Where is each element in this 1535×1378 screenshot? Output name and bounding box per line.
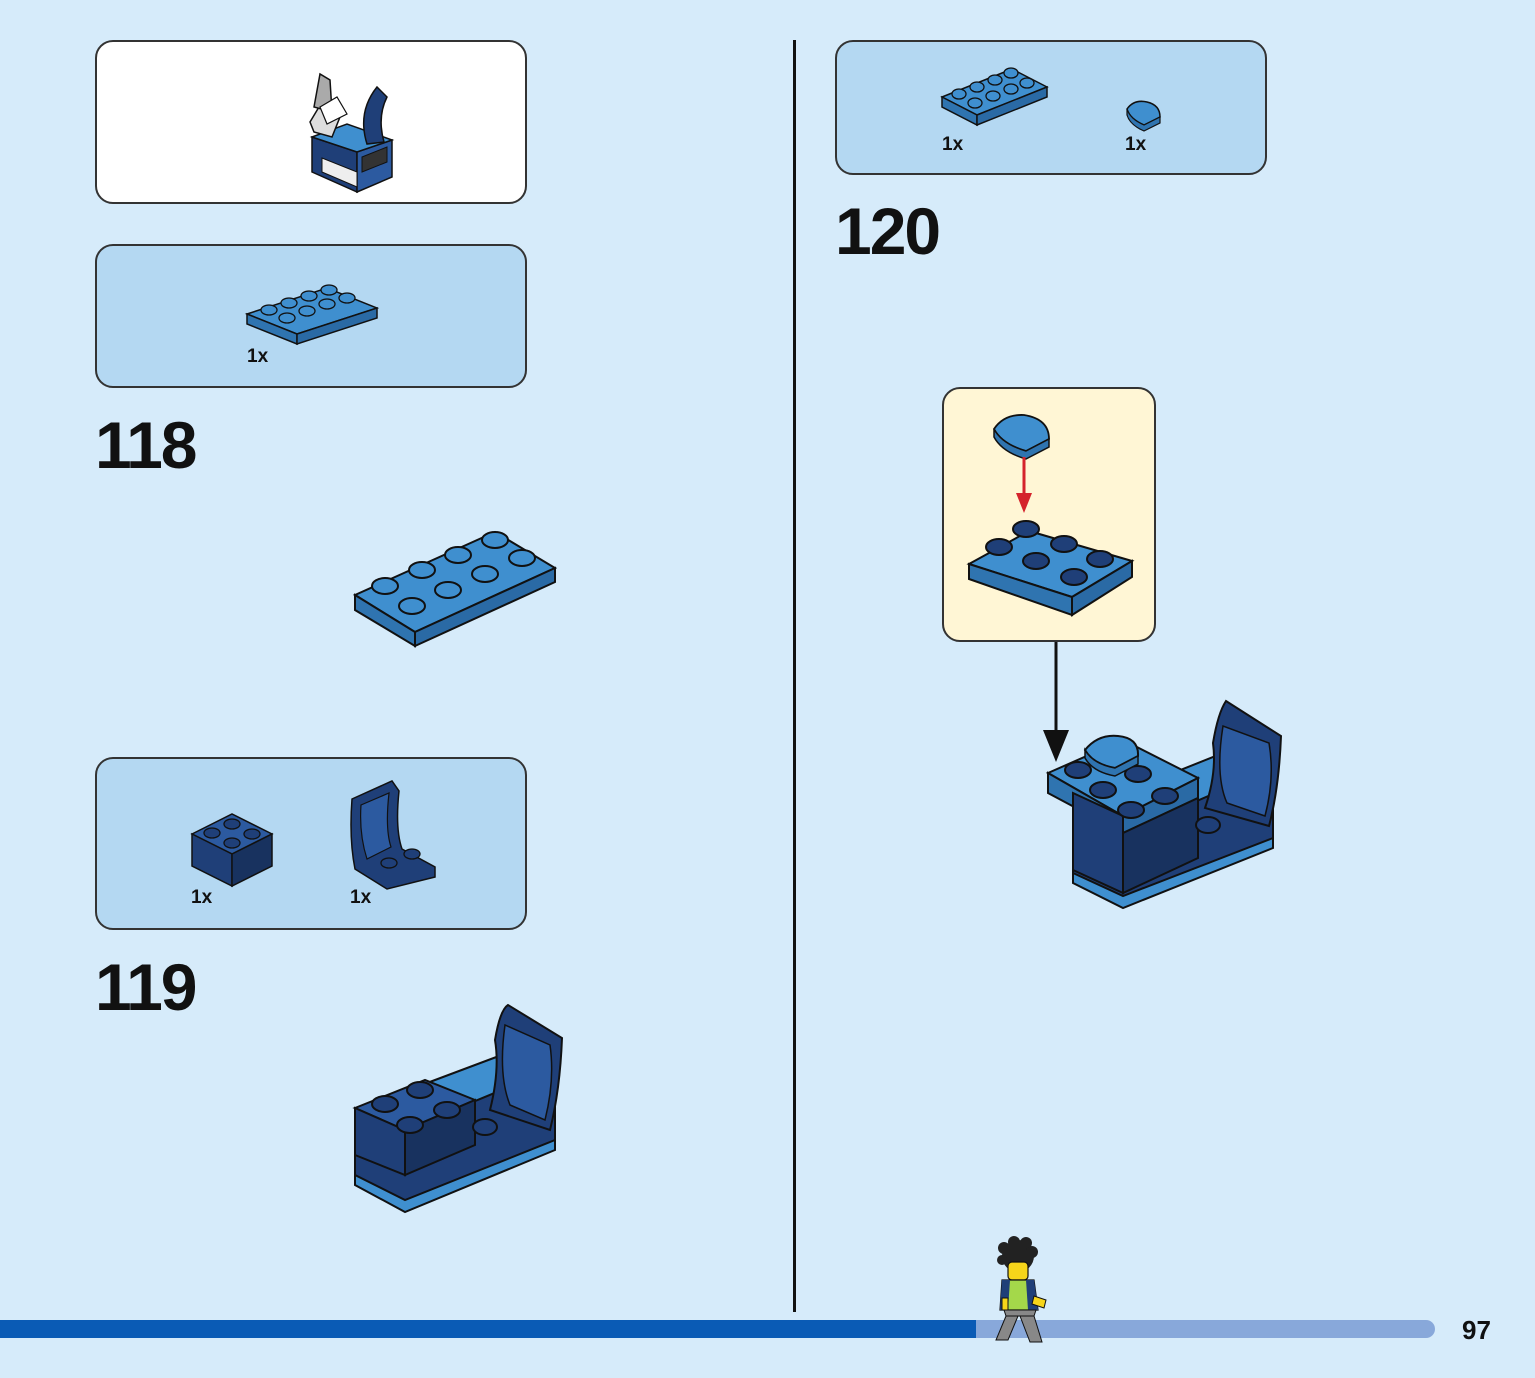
part-quantity: 1x <box>191 887 213 908</box>
step-119-parts-panel: 1x 1x <box>95 757 527 930</box>
tile-onto-plate-illustration <box>966 414 1135 617</box>
step-119-seat-assembly-illustration <box>352 1003 564 1214</box>
step-120-assembly-illustration <box>1045 699 1283 910</box>
column-divider <box>793 40 796 1312</box>
step-118-plate-illustration <box>352 530 558 648</box>
plate-2x4-icon <box>940 67 1049 127</box>
quarter-round-tile-icon <box>1126 100 1161 132</box>
part-quantity: 1x <box>1125 134 1147 155</box>
step-120-parts-panel: 1x 1x <box>835 40 1267 175</box>
finished-seat-model-illustration <box>309 72 395 194</box>
subassembly-preview-panel <box>95 40 527 204</box>
part-quantity: 1x <box>942 134 964 155</box>
page-number: 97 <box>1462 1315 1491 1345</box>
step-120-callout-panel <box>942 387 1156 642</box>
brick-2x2-icon <box>190 813 274 888</box>
minifigure-walking-icon <box>995 1236 1047 1343</box>
build-progress-bar <box>0 1320 1435 1338</box>
build-progress-fill <box>0 1320 976 1338</box>
step-number-120: 120 <box>835 194 941 268</box>
seat-icon <box>350 780 436 890</box>
part-quantity: 1x <box>247 346 269 367</box>
part-quantity: 1x <box>350 887 372 908</box>
plate-2x4-icon <box>244 284 380 346</box>
step-118-parts-panel: 1x <box>95 244 527 388</box>
step-number-119: 119 <box>95 950 197 1024</box>
callout-connector-arrow <box>1043 642 1069 762</box>
step-number-118: 118 <box>95 408 197 482</box>
